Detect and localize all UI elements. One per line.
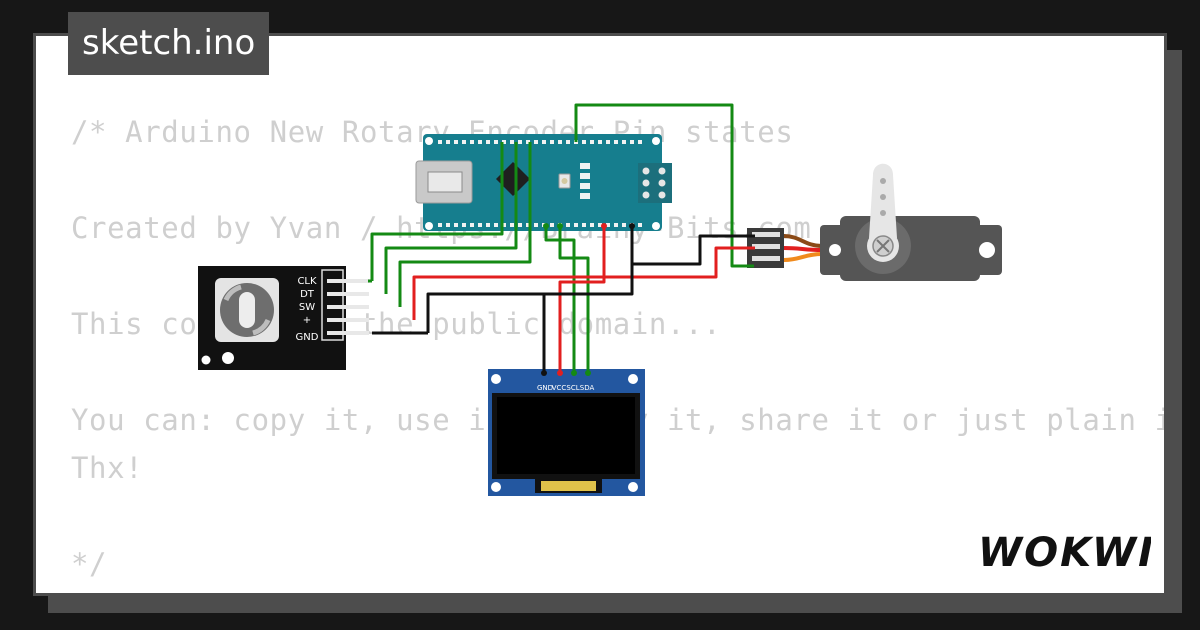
wires	[368, 103, 755, 372]
encoder-pin-clk-label: CLK	[297, 276, 317, 287]
encoder-pin-dt-label: DT	[300, 289, 315, 300]
encoder-header-pins	[327, 279, 369, 335]
wokwi-logo: WOKWI	[978, 530, 1151, 576]
code-line: */	[71, 547, 108, 581]
servo-motor[interactable]	[747, 163, 1002, 281]
oled-display-module[interactable]: GND VCC SCL SDA	[488, 369, 645, 496]
oled-pin-gnd-label: GND	[537, 384, 553, 392]
sketch-preview-card: /* Arduino New Rotary Encoder Pin states…	[33, 33, 1167, 596]
oled-pin-vcc-label: VCC	[552, 384, 567, 392]
rotary-encoder-module[interactable]: CLK DT SW + GND	[198, 266, 369, 370]
code-line: /* Arduino New Rotary Encoder Pin states	[71, 115, 794, 149]
sketch-filename-tab[interactable]: sketch.ino	[68, 12, 270, 75]
wire-endpoints	[541, 223, 635, 376]
arduino-nano-board[interactable]	[415, 134, 672, 231]
oled-pin-scl-label: SCL	[566, 384, 579, 392]
encoder-pin-plus-label: +	[303, 315, 311, 326]
encoder-pin-sw-label: SW	[299, 302, 315, 313]
nano-top-header	[438, 140, 642, 144]
encoder-pin-gnd-label: GND	[296, 332, 319, 343]
oled-pin-sda-label: SDA	[580, 384, 595, 392]
code-line: Thx!	[71, 451, 144, 485]
wokwi-logo-text: WOKWI	[978, 530, 1151, 576]
